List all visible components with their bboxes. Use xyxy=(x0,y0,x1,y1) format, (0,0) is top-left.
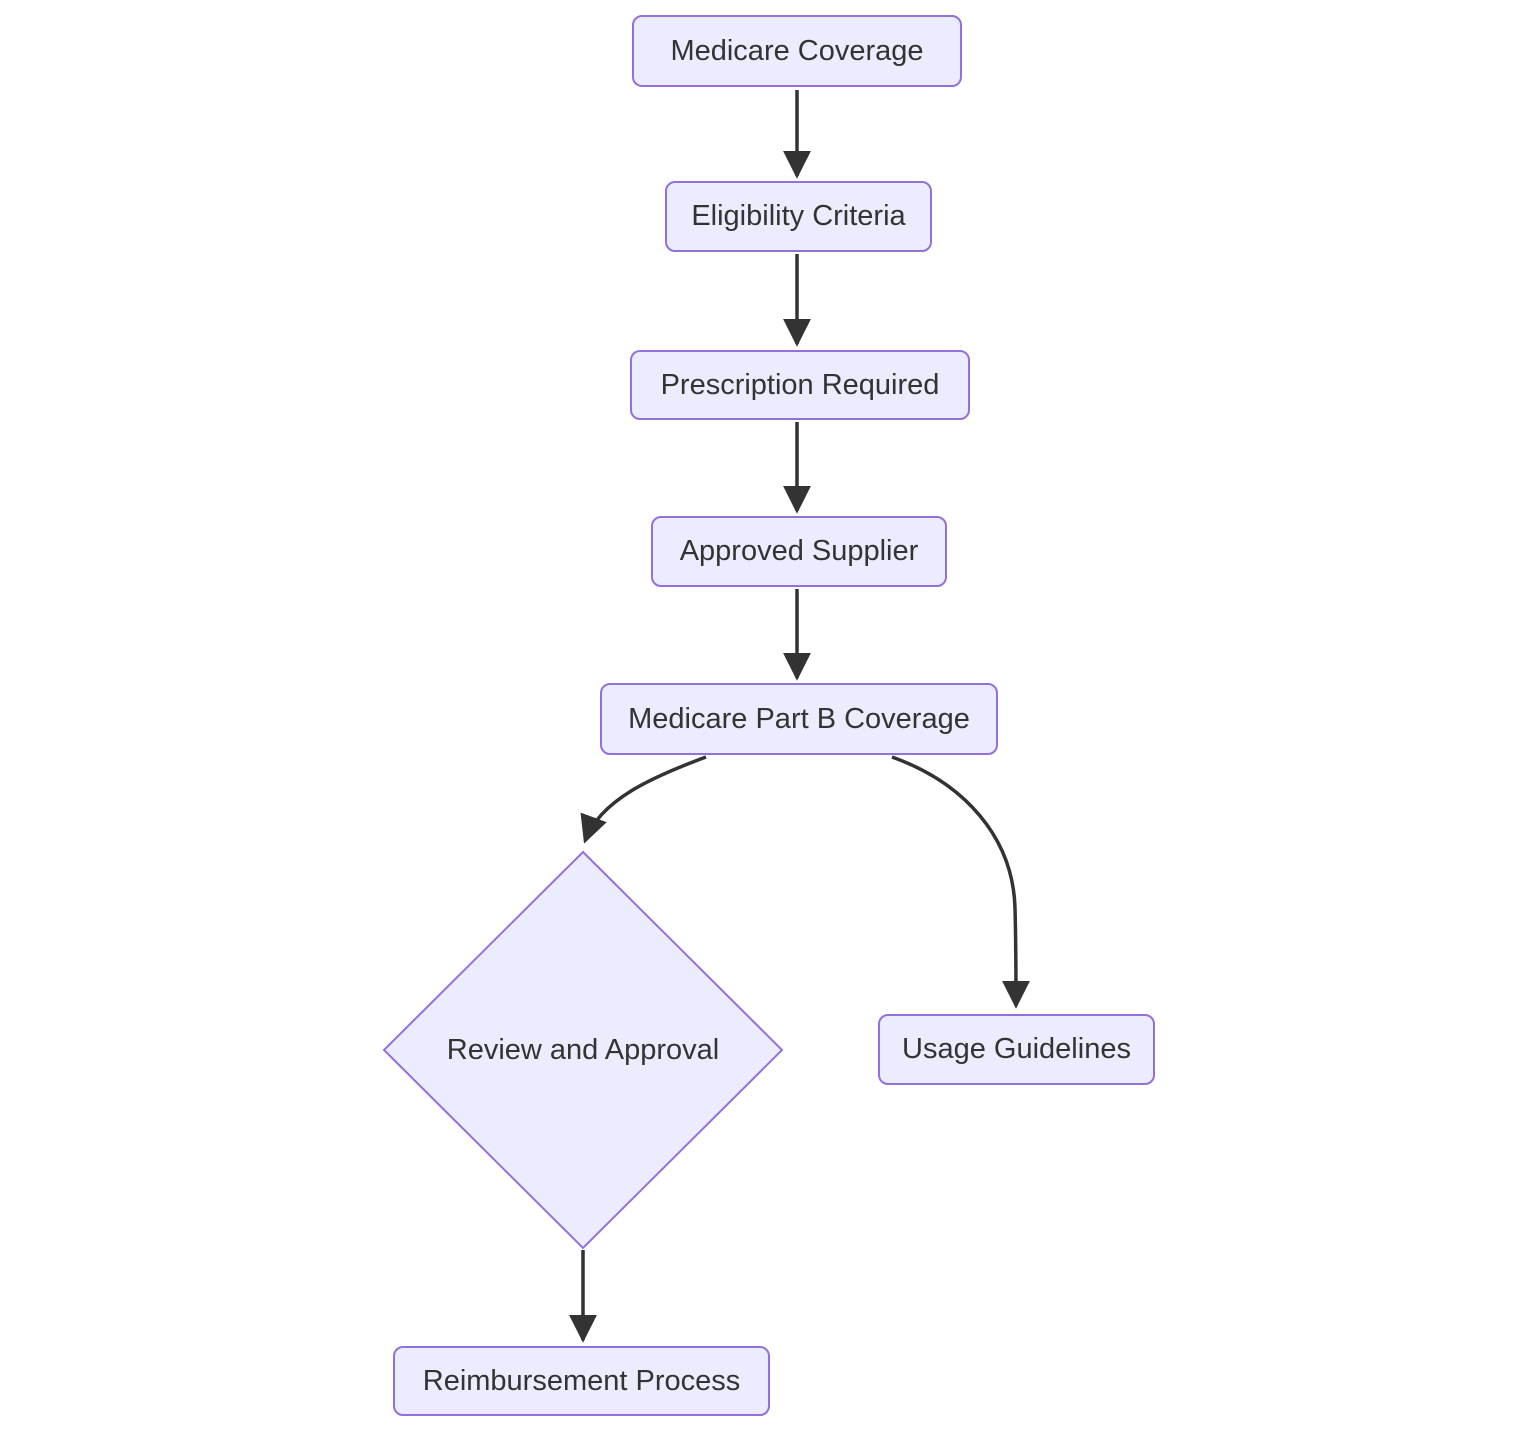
node-medicare-coverage: Medicare Coverage xyxy=(632,15,962,87)
node-reimbursement-process: Reimbursement Process xyxy=(393,1346,770,1416)
node-review-and-approval: Review and Approval xyxy=(393,1020,773,1080)
node-review-and-approval-label: Review and Approval xyxy=(446,1033,720,1066)
node-usage-guidelines-label: Usage Guidelines xyxy=(902,1033,1131,1066)
node-approved-supplier-label: Approved Supplier xyxy=(679,535,919,568)
node-medicare-coverage-label: Medicare Coverage xyxy=(670,34,924,67)
node-medicare-part-b-coverage-label: Medicare Part B Coverage xyxy=(628,702,970,735)
node-approved-supplier: Approved Supplier xyxy=(651,516,947,587)
edge-partb-to-review xyxy=(580,755,707,844)
node-reimbursement-process-label: Reimbursement Process xyxy=(422,1364,741,1397)
node-usage-guidelines: Usage Guidelines xyxy=(878,1014,1155,1085)
node-prescription-required-label: Prescription Required xyxy=(660,368,940,401)
node-prescription-required: Prescription Required xyxy=(630,350,970,420)
node-eligibility-criteria: Eligibility Criteria xyxy=(665,181,932,252)
node-medicare-part-b-coverage: Medicare Part B Coverage xyxy=(600,683,998,755)
edge-partb-to-usage xyxy=(891,755,1030,1009)
node-eligibility-criteria-label: Eligibility Criteria xyxy=(691,200,906,233)
